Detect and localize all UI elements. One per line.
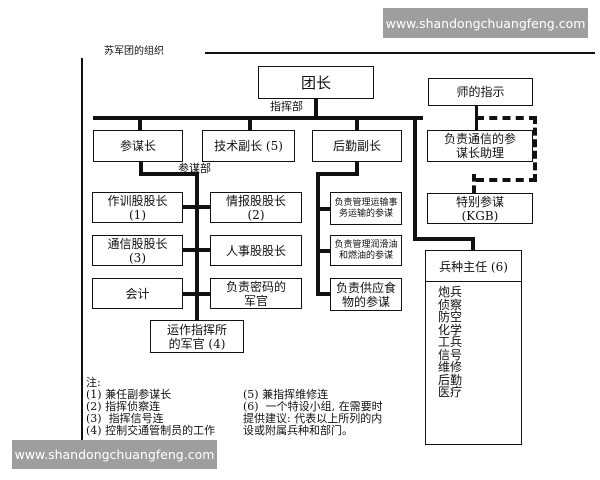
- arms-list-item: 防空: [438, 310, 463, 324]
- title-rule: [205, 52, 595, 54]
- label: 负责管理润滑油: [334, 239, 398, 250]
- connector: [316, 172, 320, 296]
- connector: [413, 118, 417, 240]
- label: 军官: [243, 293, 268, 308]
- label: 作训股股长: [107, 193, 168, 208]
- staff-label: 参谋部: [178, 162, 211, 175]
- label: 情报股股长: [225, 193, 286, 208]
- label: 运作指挥所: [166, 322, 227, 337]
- personnel-box: 人事股股长: [210, 235, 302, 266]
- label: 人事股股长: [225, 243, 286, 258]
- note: (5) 兼指挥维修连: [243, 388, 329, 401]
- arms-list-item: 化学: [438, 322, 463, 337]
- arms-list-item: 信号: [438, 347, 463, 362]
- arms-list-item: 医疗: [438, 385, 463, 399]
- note: (3) 指挥信号连: [86, 412, 164, 425]
- note: (2) 指挥侦察连: [86, 400, 161, 413]
- division-orders-box: 师的指示: [428, 78, 533, 106]
- label: 参谋长: [119, 139, 156, 153]
- connector: [316, 292, 330, 296]
- connector: [355, 118, 359, 130]
- connector: [183, 248, 210, 252]
- note: (1) 兼任副参谋长: [86, 388, 172, 401]
- label: 务运输的参谋: [338, 208, 393, 219]
- notes-left: 注:(1) 兼任副参谋长(2) 指挥侦察连(3) 指挥信号连(4) 控制交通管制…: [86, 365, 215, 449]
- transport-box: 负责管理运输事务运输的参谋: [330, 192, 402, 225]
- logistics-deputy-box: 后勤副长: [312, 130, 402, 162]
- connector: [316, 207, 330, 211]
- chart-title: 苏军团的组织: [104, 46, 164, 57]
- tech-deputy-box: 技术副长 (5): [202, 130, 295, 162]
- chief-of-staff-box: 参谋长: [93, 130, 183, 162]
- note: 设或附属兵种和部门。: [243, 424, 353, 437]
- note: (6) 一个特设小组, 在需要时: [243, 400, 383, 413]
- label: 师的指示: [456, 85, 505, 99]
- cipher-box: 负责密码的军官: [210, 278, 302, 309]
- arms-list-item: 侦察: [438, 297, 463, 312]
- arms-chief-box: 兵种主任 (6) 炮兵侦察防空化学工兵信号维修后勤医疗: [425, 250, 522, 445]
- label: 会计: [125, 286, 150, 301]
- label: 物的参谋: [341, 294, 390, 309]
- label: 技术副长 (5): [214, 139, 283, 153]
- notes-heading: 注:: [86, 376, 101, 389]
- intel-box: 情报股股长(2): [210, 192, 302, 223]
- fuel-box: 负责管理润滑油和燃油的参谋: [330, 235, 402, 266]
- comms-assistant-box: 负责通信的参谋长助理: [427, 130, 533, 162]
- label: 负责密码的: [225, 279, 286, 294]
- label: 后勤副长: [332, 139, 381, 153]
- label: 谋长助理: [455, 146, 504, 160]
- connector: [316, 249, 330, 253]
- food-box: 负责供应食物的参谋: [330, 278, 402, 311]
- commander-box: 团长: [258, 66, 374, 99]
- arms-list-item: 炮兵: [438, 285, 463, 299]
- connector: [471, 237, 475, 250]
- note-ref: (1): [129, 207, 146, 222]
- connector: [355, 162, 359, 174]
- left-border: [81, 58, 83, 450]
- connector: [138, 118, 142, 130]
- note: 提供建议: 代表以上所列的内: [243, 412, 383, 425]
- connector: [183, 292, 210, 296]
- connector: [413, 237, 475, 241]
- special-staff-box: 特别参谋(KGB): [427, 193, 533, 224]
- arms-chief-header: 兵种主任 (6): [426, 251, 521, 282]
- dashed-connector: [472, 174, 476, 193]
- label: 通信股股长: [107, 236, 168, 251]
- label: 负责管理运输事: [334, 197, 398, 208]
- note-ref: (2): [247, 207, 265, 222]
- accountant-box: 会计: [92, 278, 183, 309]
- connector: [139, 162, 143, 174]
- signals-box: 通信股股长(3): [92, 235, 183, 266]
- note: (4) 控制交通管制员的工作: [86, 424, 216, 437]
- label: 的军官 (4): [168, 336, 226, 351]
- arms-list: 炮兵侦察防空化学工兵信号维修后勤医疗: [426, 282, 521, 399]
- hq-label: 指挥部: [270, 100, 303, 113]
- ops-post-box: 运作指挥所的军官 (4): [150, 320, 244, 353]
- connector: [248, 118, 252, 130]
- label: 兵种主任 (6): [439, 259, 508, 274]
- connector: [139, 172, 199, 176]
- connector: [314, 98, 318, 118]
- note-ref: (3): [129, 250, 146, 265]
- label: 和燃油的参谋: [338, 250, 393, 261]
- label: 特别参谋: [455, 194, 504, 209]
- arms-list-item: 工兵: [438, 335, 463, 349]
- connector: [195, 172, 199, 322]
- arms-list-item: 维修: [438, 360, 463, 374]
- watermark-top: www.shandongchuangfeng.com: [383, 8, 588, 38]
- watermark-bottom: www.shandongchuangfeng.com: [12, 440, 217, 469]
- arms-list-item: 后勤: [438, 372, 463, 387]
- label: (KGB): [461, 208, 499, 223]
- label: 团长: [300, 73, 331, 92]
- connector: [93, 116, 423, 120]
- connector: [183, 205, 210, 209]
- label: 负责供应食: [335, 280, 396, 295]
- dashed-connector: [476, 116, 537, 182]
- connector: [316, 172, 359, 176]
- notes-right: (5) 兼指挥维修连(6) 一个特设小组, 在需要时提供建议: 代表以上所列的内…: [243, 377, 383, 449]
- label: 负责通信的参: [443, 132, 516, 146]
- ops-box: 作训股股长(1): [92, 192, 183, 223]
